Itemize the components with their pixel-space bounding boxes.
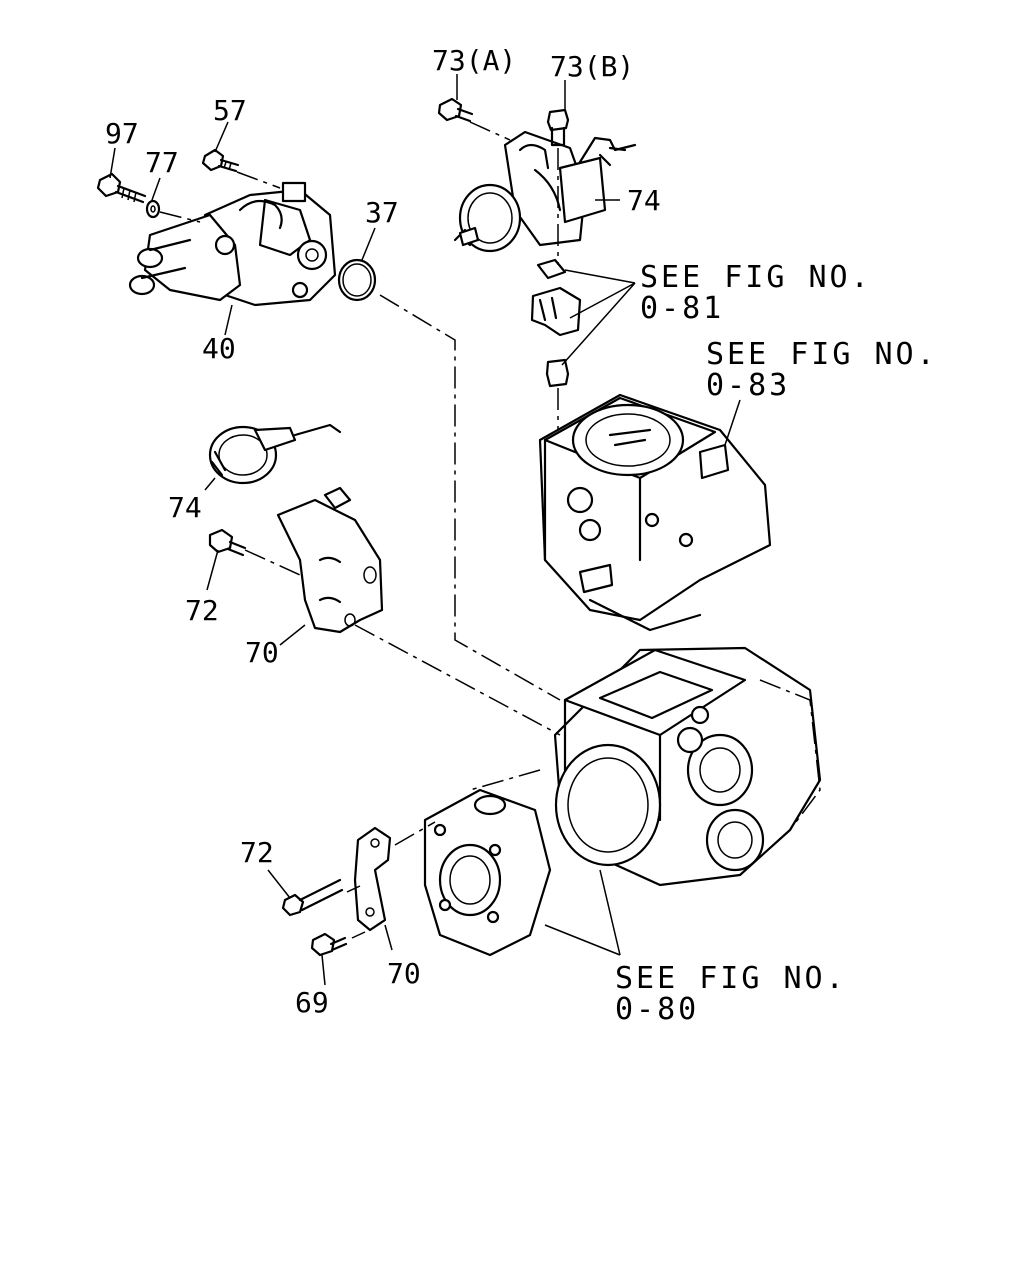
label-74-left: 74 (168, 491, 202, 524)
part-74-lower-actuator (208, 423, 342, 485)
note-080-line2: 0-80 (615, 992, 699, 1027)
label-70-upper: 70 (245, 636, 279, 669)
label-73b: 73(B) (550, 50, 634, 83)
assembly-lines (159, 121, 561, 939)
label-73a: 73(A) (432, 44, 516, 77)
note-081-line2: 0-81 (640, 291, 724, 326)
washer-77 (145, 199, 161, 219)
part-40-housing (128, 181, 337, 307)
bolt-97 (96, 172, 147, 204)
bolt-72-lower (281, 878, 344, 917)
label-57: 57 (213, 94, 247, 127)
note-083-line2: 0-83 (706, 368, 790, 403)
label-40: 40 (202, 332, 236, 365)
label-37: 37 (365, 196, 399, 229)
note-083-line1: SEE FIG NO. (706, 337, 938, 372)
label-72-lower: 72 (240, 836, 274, 869)
part-74-upper-actuator (453, 130, 637, 253)
o-ring-37 (337, 258, 377, 302)
bolt-73a (437, 97, 474, 123)
throttle-body-083 (538, 393, 772, 632)
note-081-line1: SEE FIG NO. (640, 260, 872, 295)
label-74-top: 74 (627, 184, 661, 217)
bolt-69 (310, 932, 348, 957)
bolt-73b (546, 108, 570, 147)
main-housing-080 (553, 646, 822, 887)
bracket-70-lower (353, 826, 392, 932)
linkage-parts-081 (530, 258, 582, 388)
label-70-lower: 70 (387, 957, 421, 990)
label-97: 97 (105, 117, 139, 150)
label-69: 69 (295, 986, 329, 1019)
bracket-70-upper (276, 486, 384, 634)
front-block-080 (423, 788, 552, 957)
bolt-72-upper (208, 528, 247, 557)
label-72-upper: 72 (185, 594, 219, 627)
leader-lines (109, 74, 741, 986)
bolt-57 (201, 148, 240, 173)
note-080-line1: SEE FIG NO. (615, 961, 847, 996)
label-77: 77 (145, 146, 179, 179)
